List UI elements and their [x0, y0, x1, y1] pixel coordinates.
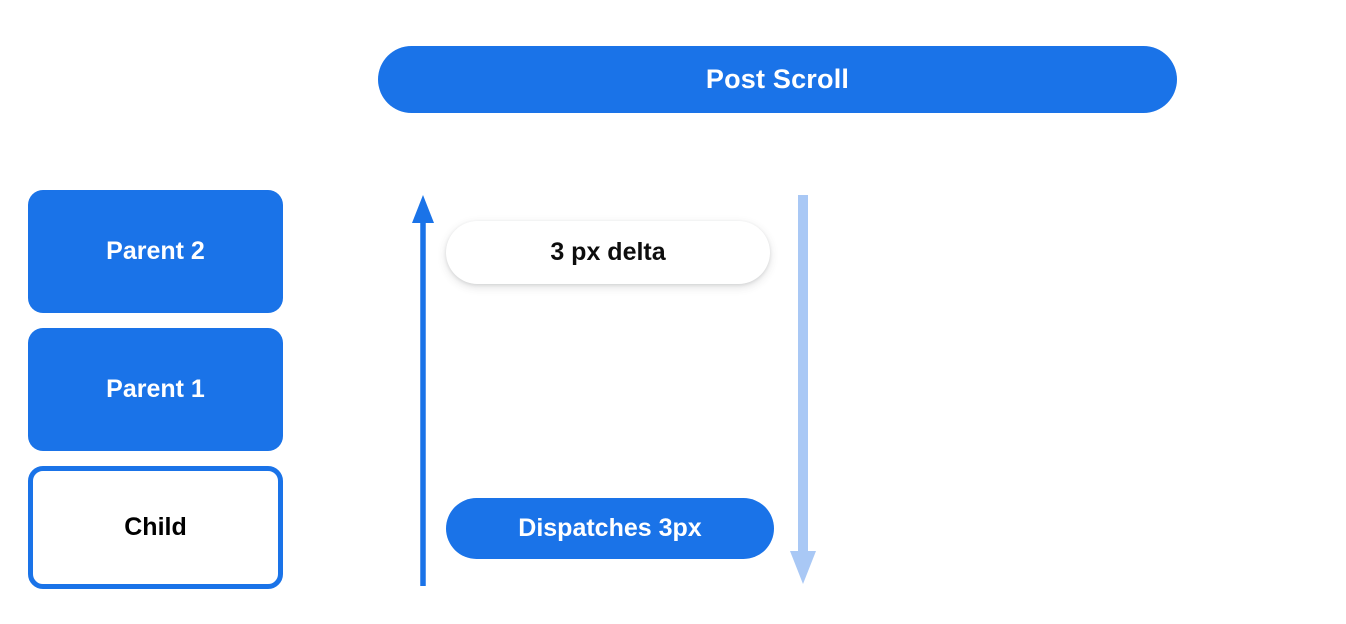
post-scroll-header-label: Post Scroll	[705, 64, 850, 94]
delta-pill: 3 px delta	[446, 221, 770, 284]
dispatch-pill-label: Dispatches 3px	[518, 514, 702, 542]
stack-box-child-label: Child	[124, 513, 187, 541]
dispatch-pill: Dispatches 3px	[446, 498, 774, 559]
bubble-up-arrow-head	[412, 195, 434, 223]
delta-pill-label: 3 px delta	[550, 238, 666, 266]
bubble-up-arrow-icon	[412, 195, 434, 586]
stack-box-parent-2: Parent 2	[28, 190, 283, 313]
post-scroll-header-bar: Post Scroll	[378, 46, 1177, 113]
stack-box-parent-1-label: Parent 1	[106, 375, 205, 403]
scroll-down-arrow-icon	[790, 195, 816, 584]
node-stack: Parent 2 Parent 1 Child	[28, 190, 283, 589]
stack-box-child: Child	[28, 466, 283, 589]
stack-box-parent-1: Parent 1	[28, 328, 283, 451]
scroll-down-arrow-head	[790, 551, 816, 584]
stack-box-parent-2-label: Parent 2	[106, 237, 205, 265]
